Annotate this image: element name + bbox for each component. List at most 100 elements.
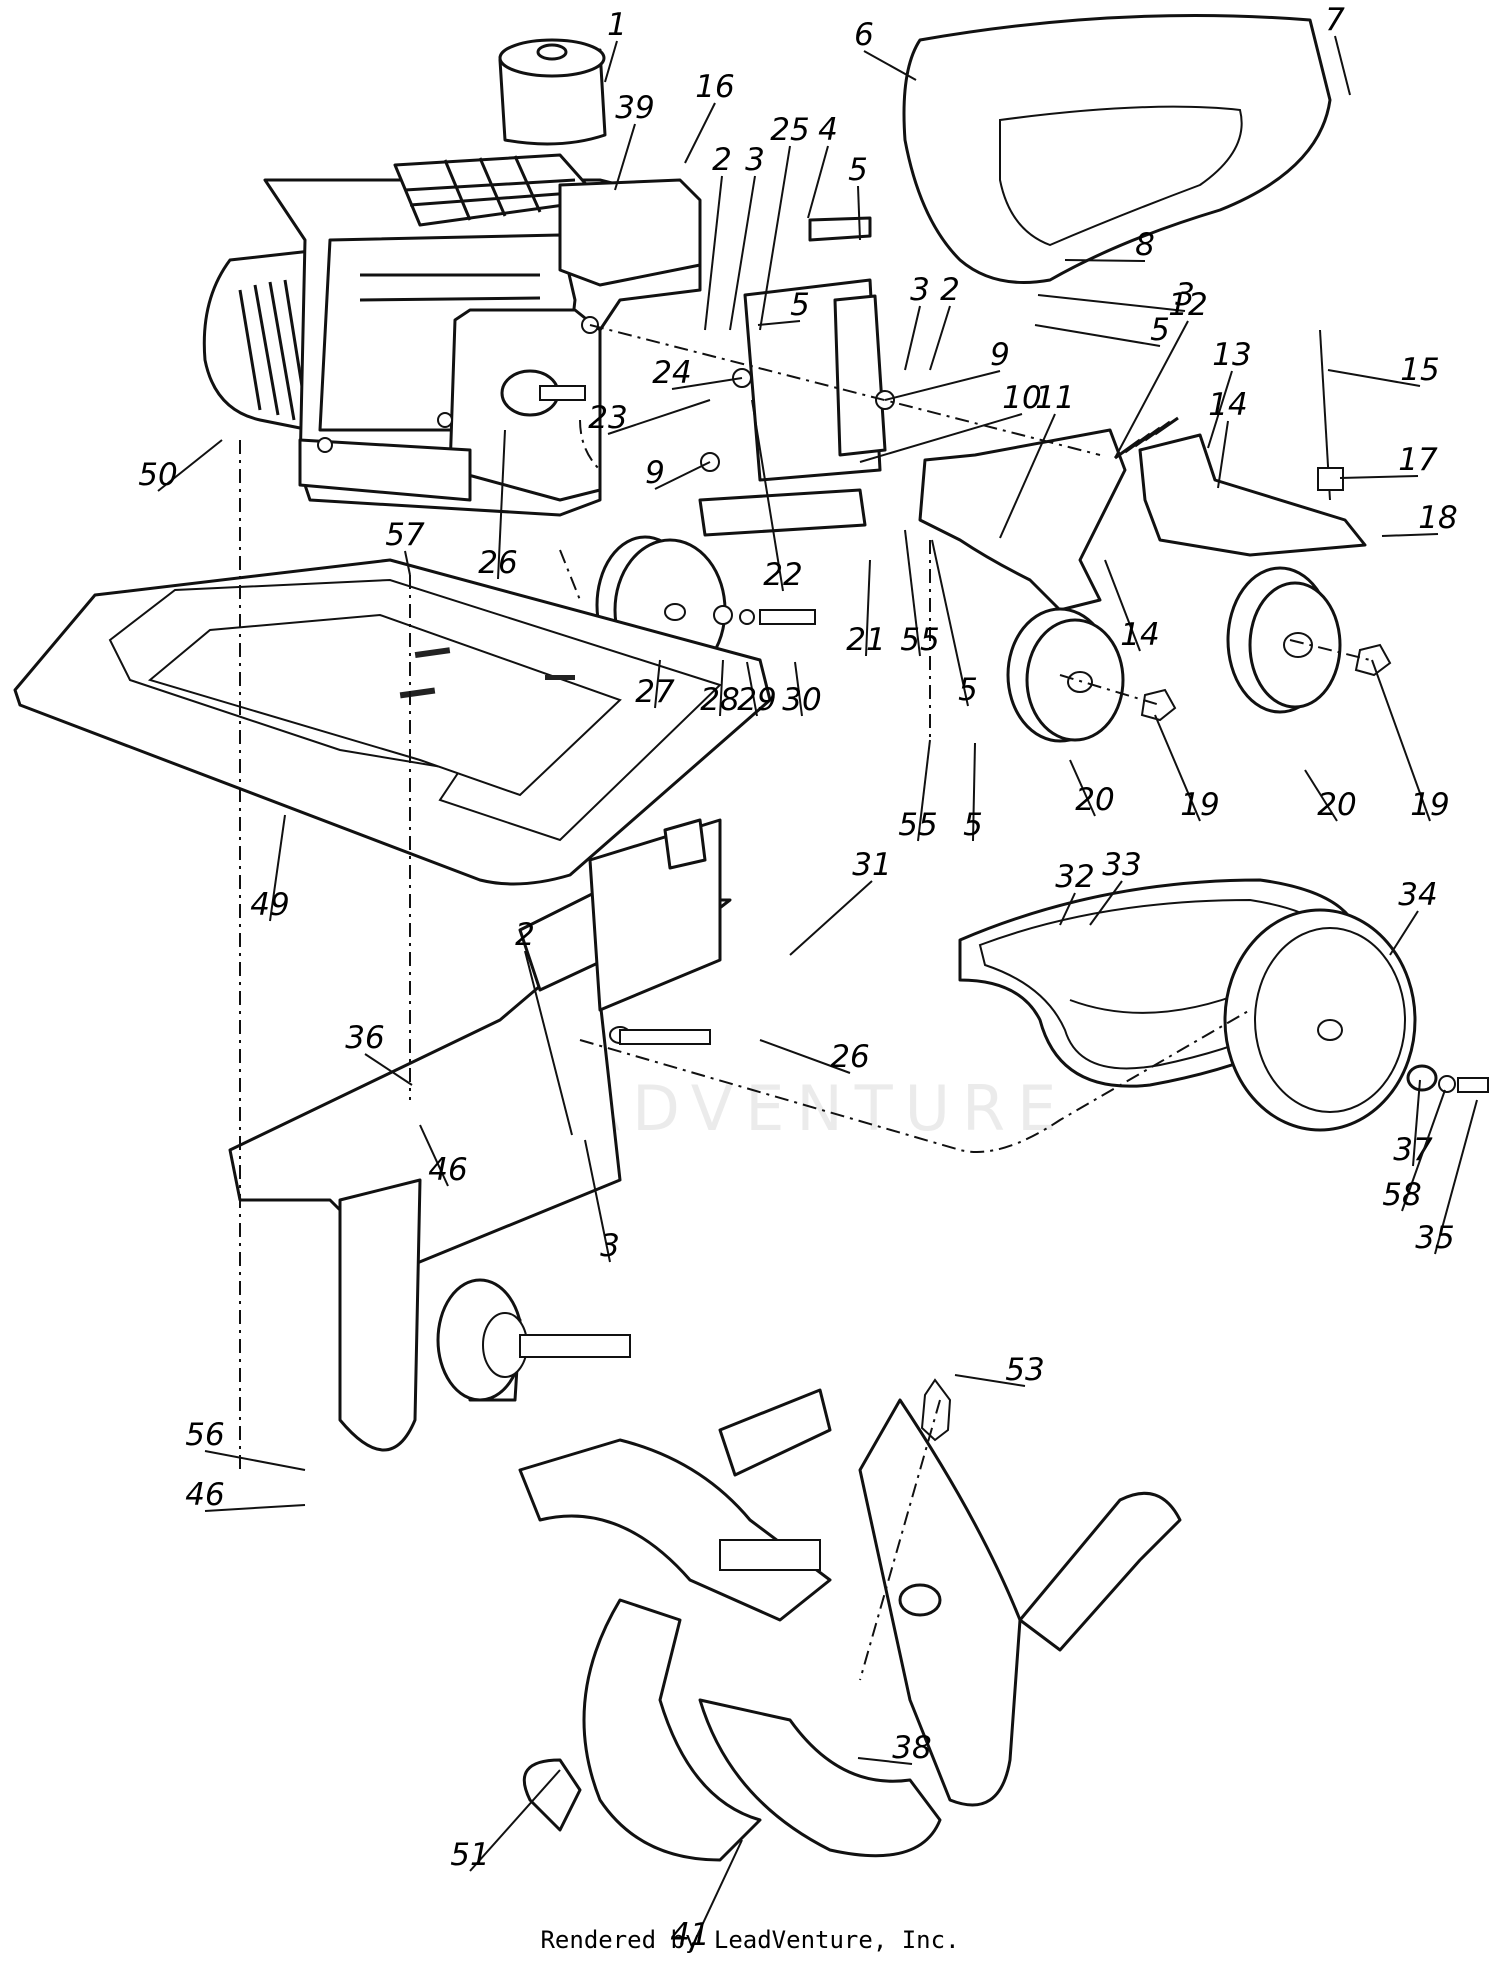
callout-leader-30 [794, 661, 803, 717]
belt-cover [902, 14, 1332, 284]
callout-leader-25 [759, 145, 791, 331]
callout-46: 46 [185, 1477, 224, 1513]
callout-29: 29 [737, 682, 776, 718]
callout-leader-56 [204, 1450, 306, 1471]
tiller-frame [228, 818, 732, 1452]
callout-14: 14 [1208, 387, 1247, 423]
callout-2: 2 [940, 272, 960, 308]
drive-belts [958, 878, 1489, 1132]
callout-leader-5 [757, 320, 801, 326]
callout-37: 37 [1393, 1132, 1433, 1168]
callout-53: 53 [1005, 1352, 1044, 1388]
callout-2: 2 [712, 142, 732, 178]
callout-20: 20 [1075, 782, 1114, 818]
callout-31: 31 [852, 847, 891, 883]
callout-leader-17 [1339, 475, 1419, 479]
callout-5: 5 [790, 287, 810, 323]
callout-3: 3 [1175, 277, 1195, 313]
callout-leader-8 [1064, 259, 1146, 262]
callout-leader-19 [1371, 659, 1431, 822]
callout-leader-15 [1327, 369, 1421, 387]
callout-leader-34 [1389, 910, 1419, 956]
callout-leader-50 [157, 439, 223, 492]
callout-41: 41 [670, 1917, 709, 1953]
callout-leader-46 [419, 1124, 449, 1187]
callout-25: 25 [770, 112, 809, 148]
callout-leader-14 [1104, 559, 1141, 652]
callout-20: 20 [1317, 787, 1356, 823]
callout-leader-37 [1412, 1079, 1421, 1167]
callout-leader-3 [1037, 294, 1186, 312]
callout-21: 21 [846, 622, 885, 658]
callout-5: 5 [963, 807, 983, 843]
callout-5: 5 [848, 152, 868, 188]
callout-leader-18 [1381, 533, 1439, 537]
callout-leader-7 [1334, 35, 1351, 96]
callout-leader-31 [789, 880, 873, 956]
callout-leader-20 [1069, 759, 1096, 817]
callout-6: 6 [854, 17, 874, 53]
callout-55: 55 [900, 622, 939, 658]
engine-assembly [202, 153, 702, 517]
callout-leader-2 [524, 950, 573, 1136]
callout-leader-24 [671, 377, 743, 390]
callout-11: 11 [1035, 380, 1074, 416]
callout-5: 5 [1150, 312, 1170, 348]
callout-10: 10 [1002, 380, 1041, 416]
callout-leader-28 [719, 659, 724, 717]
callout-39: 39 [615, 90, 654, 126]
callout-leader-2 [704, 175, 723, 331]
callout-leader-49 [269, 814, 286, 922]
callout-leader-26 [759, 1039, 851, 1074]
callout-leader-6 [863, 50, 917, 81]
callout-leader-4 [807, 145, 829, 219]
callout-3: 3 [745, 142, 765, 178]
callout-leader-3 [584, 1139, 611, 1263]
callout-leader-5 [931, 539, 969, 707]
callout-12: 12 [1168, 287, 1207, 323]
callout-leader-3 [904, 305, 921, 371]
callout-49: 49 [250, 887, 289, 923]
callout-56: 56 [185, 1417, 224, 1453]
callout-leader-5 [857, 185, 861, 241]
callout-leader-20 [1304, 769, 1338, 822]
callout-leader-21 [865, 559, 871, 657]
callout-leader-5 [972, 742, 976, 842]
callout-22: 22 [763, 557, 802, 593]
callout-36: 36 [345, 1020, 384, 1056]
callout-leader-39 [614, 123, 636, 191]
callout-57: 57 [385, 517, 425, 553]
callout-leader-2 [929, 305, 951, 371]
callout-8: 8 [1135, 227, 1155, 263]
callout-leader-41 [689, 1839, 743, 1952]
callout-28: 28 [700, 682, 739, 718]
callout-leader-38 [857, 1757, 913, 1765]
callout-18: 18 [1418, 500, 1457, 536]
callout-19: 19 [1410, 787, 1449, 823]
callout-leader-3 [729, 175, 756, 331]
callout-2: 2 [515, 917, 535, 953]
callout-leader-12 [1114, 320, 1189, 459]
callout-34: 34 [1398, 877, 1437, 913]
callout-24: 24 [652, 355, 691, 391]
callout-35: 35 [1415, 1220, 1454, 1256]
callout-leader-53 [954, 1374, 1026, 1387]
callout-leader-32 [1059, 892, 1076, 926]
callout-leader-55 [904, 529, 921, 657]
callout-1: 1 [607, 7, 627, 43]
callout-9: 9 [645, 455, 665, 491]
callout-leader-58 [1401, 1089, 1446, 1212]
callout-19: 19 [1180, 787, 1219, 823]
callout-15: 15 [1400, 352, 1439, 388]
footer-credit: Rendered by LeadVenture, Inc. [540, 1926, 960, 1954]
callout-leader-55 [917, 739, 931, 842]
callout-16: 16 [695, 69, 734, 105]
callout-leader-10 [859, 413, 1023, 463]
callout-46: 46 [428, 1152, 467, 1188]
callout-leader-33 [1089, 880, 1123, 926]
callout-7: 7 [1325, 2, 1345, 38]
callout-23: 23 [588, 400, 627, 436]
callout-leader-27 [654, 659, 661, 709]
callout-leader-22 [751, 399, 784, 592]
